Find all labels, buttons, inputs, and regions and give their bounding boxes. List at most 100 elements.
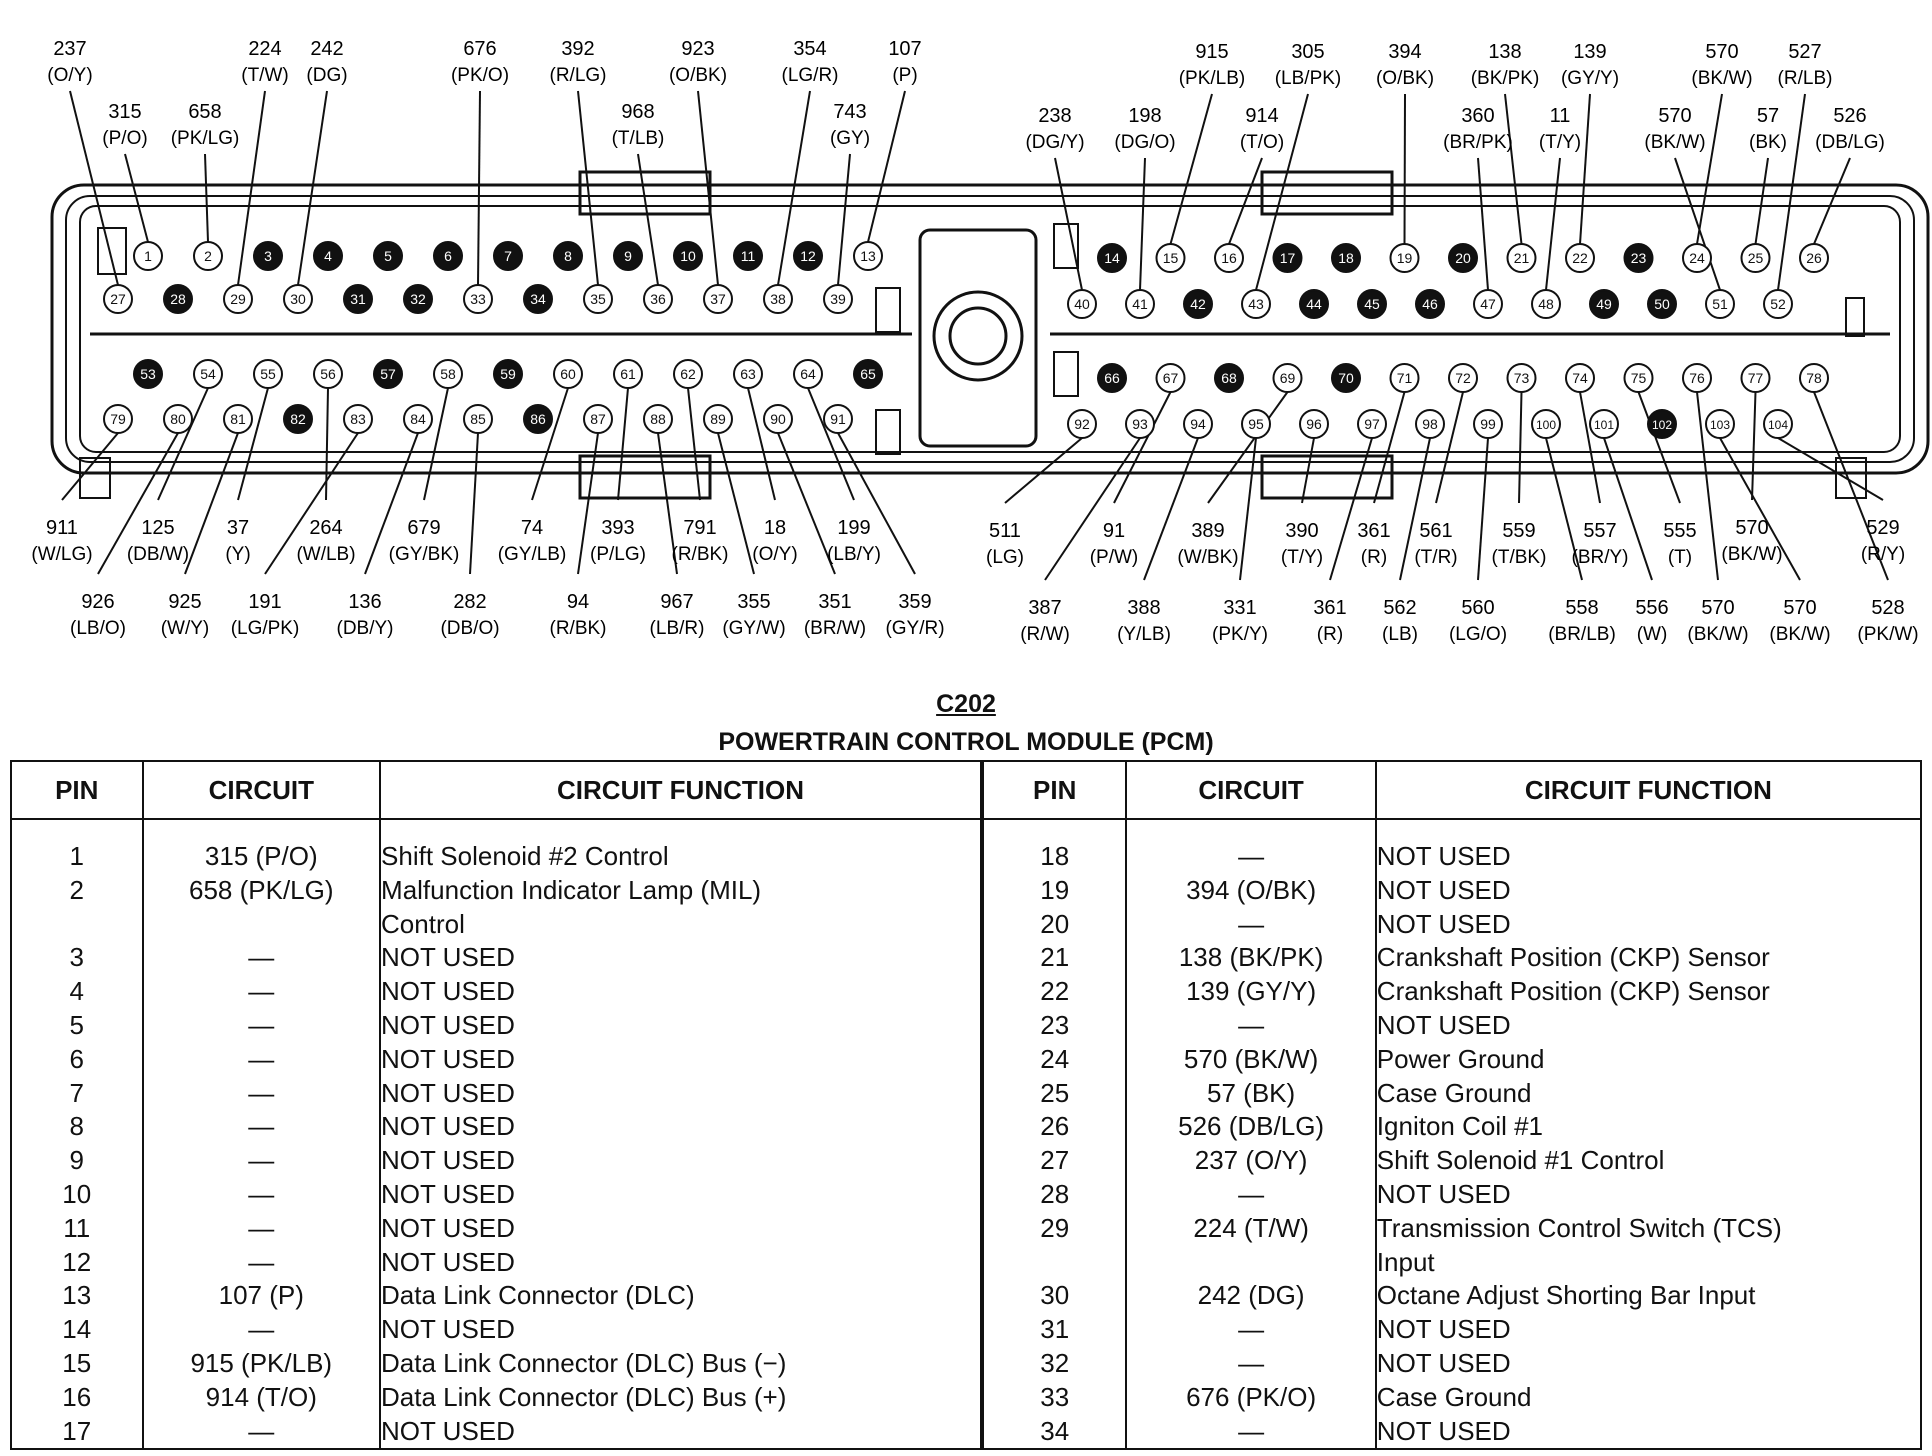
pin-cell: 22 (1040, 976, 1070, 1007)
pin-cell: 9 (69, 1145, 84, 1176)
open-pin-cavity (1705, 289, 1735, 319)
function-cell: NOT USED (381, 1314, 515, 1345)
wire-circuit-label: 526 (1833, 105, 1866, 127)
pin-42: 42 (1183, 289, 1213, 319)
open-pin-cavity (823, 284, 853, 314)
pin-number-label: 76 (1689, 370, 1705, 386)
circuit-cell: — (248, 1415, 275, 1446)
function-cell: NOT USED (1376, 1347, 1511, 1378)
pin-number-label: 102 (1652, 418, 1672, 432)
function-cell: NOT USED (381, 1077, 515, 1108)
wire-leader-79 (61, 432, 119, 501)
wire-color-label: (O/Y) (752, 544, 797, 565)
open-pin-cavity (583, 404, 613, 434)
pin-22: 22 (1565, 243, 1595, 273)
pin-column-header: PIN (981, 760, 1128, 820)
circuit-cell: 138 (BK/PK) (1178, 942, 1324, 973)
right-keyway (1845, 297, 1865, 337)
pin-number-label: 97 (1364, 416, 1380, 432)
pin-53: 53 (133, 359, 163, 389)
plugged-pin-cavity (1647, 409, 1677, 439)
function-cell: Transmission Control Switch (TCS) (1376, 1212, 1782, 1243)
pin-cell: 2 (69, 874, 84, 905)
pin-cell: 18 (1040, 841, 1070, 871)
housing-pin-face (79, 205, 1901, 453)
wire-color-label: (PK/LG) (171, 128, 240, 149)
wire-circuit-label: 394 (1388, 41, 1421, 63)
pin-number-label: 98 (1422, 416, 1438, 432)
wire-color-label: (BK/W) (1691, 68, 1752, 89)
wire-circuit-label: 679 (407, 517, 440, 539)
wire-leader-39 (837, 153, 851, 286)
pin-104: 104 (1763, 409, 1793, 439)
wire-leader-37 (697, 90, 719, 286)
wire-color-label: (BK/W) (1644, 132, 1705, 153)
pin-54: 54 (193, 359, 223, 389)
open-pin-cavity (463, 284, 493, 314)
wire-circuit-label: 361 (1357, 520, 1390, 542)
pin-number-label: 43 (1248, 296, 1264, 312)
wire-circuit-label: 911 (46, 517, 78, 539)
wire-color-label: (BR/Y) (1572, 547, 1629, 568)
circuit-cell (144, 908, 380, 942)
pin-101: 101 (1589, 409, 1619, 439)
open-pin-cavity (1473, 289, 1503, 319)
circuit-cell: — (248, 1077, 275, 1108)
pin-number-label: 2 (204, 248, 212, 264)
pin-cell: 29 (1040, 1212, 1070, 1243)
function-cell: Power Ground (1376, 1043, 1545, 1074)
pin-30: 30 (283, 284, 313, 314)
open-pin-cavity (1682, 363, 1712, 393)
pin-cell: 32 (1040, 1347, 1070, 1378)
open-pin-cavity (253, 359, 283, 389)
connector-housing (50, 170, 1930, 500)
right-foot (1835, 457, 1867, 499)
pin-25: 25 (1740, 243, 1771, 273)
circuit-cell: — (248, 1145, 275, 1176)
pin-38: 38 (763, 284, 793, 314)
wire-color-label: (GY/W) (722, 618, 785, 639)
pin-cell: 31 (1040, 1314, 1070, 1345)
wire-leader-78 (1813, 391, 1889, 581)
open-pin-cavity (1241, 409, 1271, 439)
pin-number-label: 35 (590, 291, 606, 307)
pin-number-label: 30 (290, 291, 306, 307)
wire-leader-89 (717, 432, 755, 575)
pin-number-label: 45 (1364, 296, 1380, 312)
top-left-latch (578, 170, 712, 216)
open-pin-cavity (1705, 409, 1735, 439)
plugged-pin-cavity (373, 359, 403, 389)
wire-circuit-label: 360 (1461, 105, 1494, 127)
wire-leader-40 (1054, 157, 1083, 291)
wire-circuit-label: 914 (1245, 105, 1278, 127)
open-pin-cavity (1531, 289, 1561, 319)
open-pin-cavity (1299, 409, 1329, 439)
wire-leader-97 (1329, 437, 1373, 581)
wire-leader-51 (1674, 157, 1721, 291)
wire-circuit-label: 388 (1127, 597, 1160, 619)
wire-color-label: (W/LG) (31, 544, 92, 565)
wire-color-label: (O/BK) (669, 65, 727, 86)
open-pin-cavity (1155, 363, 1186, 393)
pin-number-label: 75 (1631, 370, 1647, 386)
plugged-pin-cavity (1331, 363, 1361, 393)
wire-circuit-label: 676 (463, 38, 496, 60)
wire-leader-58 (423, 387, 449, 501)
wire-circuit-label: 125 (141, 517, 174, 539)
wire-circuit-label: 138 (1488, 41, 1521, 63)
circuit-cell: — (248, 1178, 275, 1209)
pin-80: 80 (163, 404, 193, 434)
wire-leader-55 (237, 387, 269, 501)
wire-color-label: (T/LB) (612, 128, 665, 149)
open-pin-cavity (733, 359, 763, 389)
open-pin-cavity (1531, 409, 1561, 439)
circuit-cell: 658 (PK/LG) (189, 874, 334, 905)
pin-41: 41 (1125, 289, 1155, 319)
pin-62: 62 (673, 359, 703, 389)
function-cell: NOT USED (381, 1178, 515, 1209)
wire-circuit-label: 511 (989, 520, 1021, 542)
pin-5: 5 (373, 241, 403, 271)
open-pin-cavity (313, 359, 343, 389)
